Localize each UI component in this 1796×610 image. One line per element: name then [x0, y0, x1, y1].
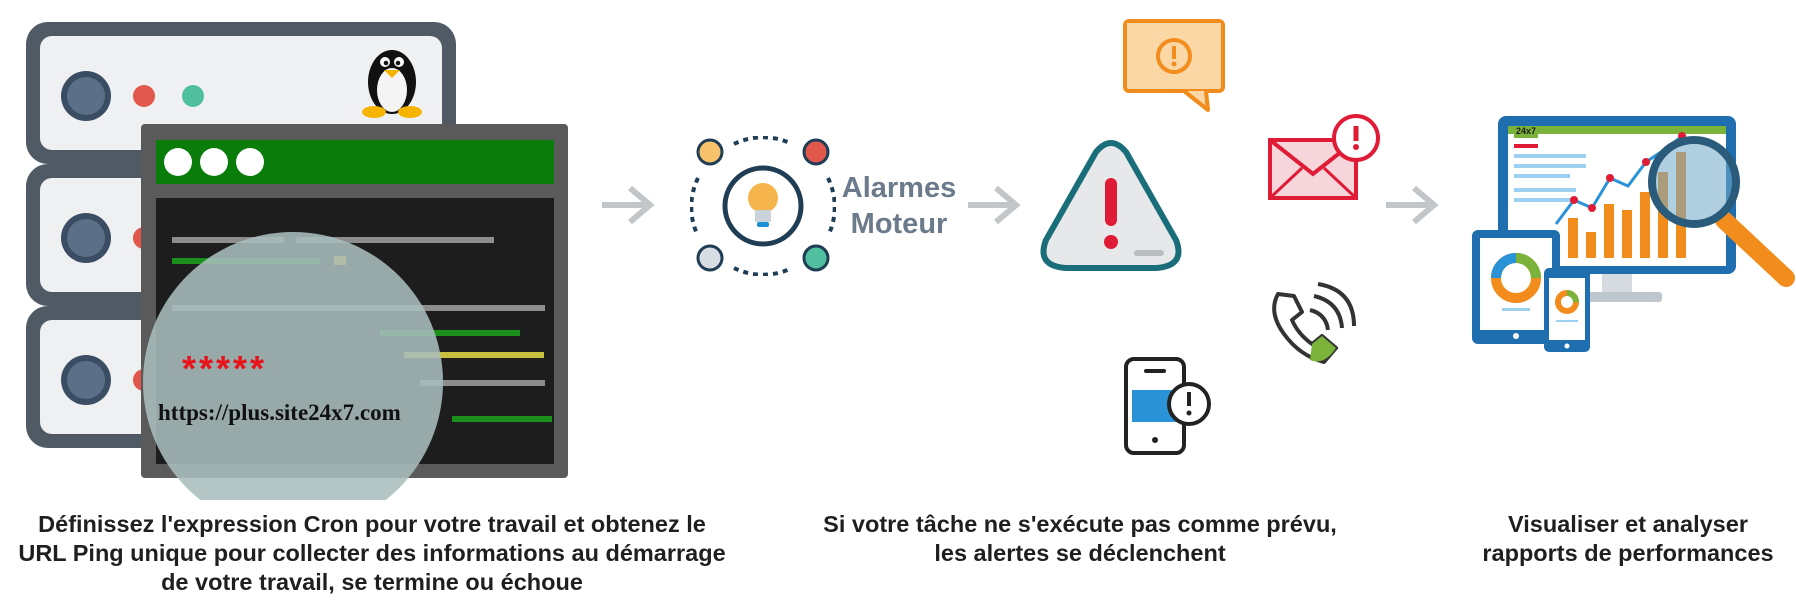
warning-triangle-icon [1040, 140, 1182, 271]
smartphone-device [1544, 268, 1590, 352]
engine-label: Alarmes Moteur [836, 170, 962, 242]
arrow-right-icon [602, 185, 655, 225]
tablet-device [1472, 230, 1560, 344]
linux-penguin-icon [362, 50, 422, 118]
server-unit-1 [26, 22, 456, 164]
reports-devices-illustration [1472, 116, 1795, 352]
caption-step-3: Visualiser et analyser rapports de perfo… [1460, 510, 1796, 568]
server-terminal-illustration [26, 22, 568, 500]
brand-badge: 24x7 [1516, 126, 1537, 136]
lightbulb-icon [748, 183, 778, 227]
ping-url: https://plus.site24x7.com [158, 400, 401, 425]
arrow-right-icon [968, 185, 1021, 225]
caption-step-1-line-2: URL Ping unique pour collecter des infor… [18, 540, 726, 566]
mobile-alert-icon [1124, 357, 1211, 455]
caption-step-2: Si votre tâche ne s'exécute pas comme pr… [800, 510, 1360, 568]
engine-label-line-2: Moteur [850, 208, 948, 240]
engine-label-line-1: Alarmes [841, 172, 957, 204]
caption-step-2-line-1: Si votre tâche ne s'exécute pas comme pr… [823, 511, 1337, 537]
caption-step-3-line-1: Visualiser et analyser [1508, 511, 1748, 537]
chat-alert-icon [1123, 19, 1225, 112]
caption-step-1-line-3: de votre travail, se termine ou échoue [161, 569, 583, 595]
magnifying-glass-icon [1648, 136, 1795, 287]
caption-step-3-line-2: rapports de performances [1482, 540, 1774, 566]
caption-step-1-line-1: Définissez l'expression Cron pour votre … [38, 511, 706, 537]
magnifier-lens [143, 232, 443, 500]
phone-call-icon [1272, 282, 1356, 364]
masked-password: ***** [182, 348, 268, 389]
alarm-engine-icon [690, 136, 836, 276]
caption-step-2-line-2: les alertes se déclenchent [934, 540, 1226, 566]
caption-step-1: Définissez l'expression Cron pour votre … [0, 510, 744, 597]
email-alert-icon [1268, 114, 1380, 200]
arrow-right-icon [1386, 185, 1439, 225]
